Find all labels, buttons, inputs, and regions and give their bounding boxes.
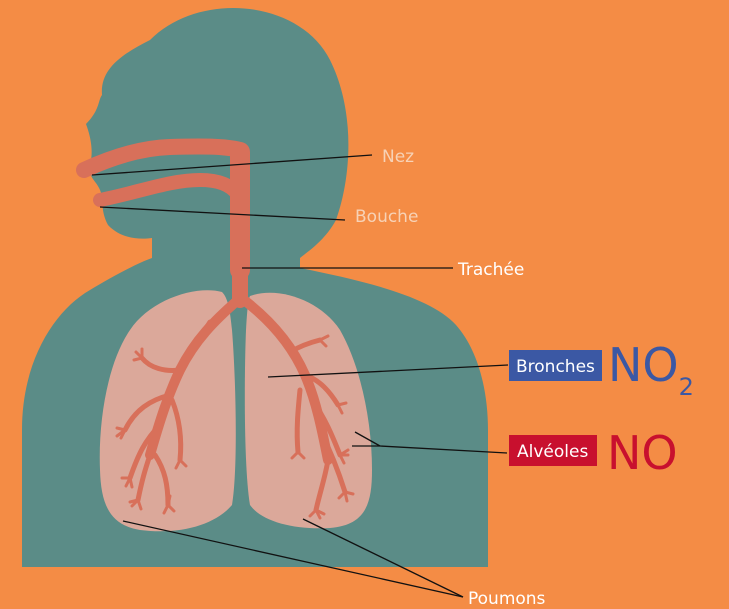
label-trachee: Trachée — [457, 260, 524, 280]
no-label: NO — [607, 426, 678, 480]
no2-main: NO — [608, 338, 679, 392]
label-bouche: Bouche — [355, 207, 418, 227]
label-nez: Nez — [382, 147, 414, 167]
label-bronches: Bronches — [516, 357, 595, 377]
no2-label: NO2 — [608, 338, 694, 401]
label-poumons: Poumons — [468, 589, 546, 609]
no2-subscript: 2 — [679, 373, 694, 401]
alveoles-badge: Alvéoles — [509, 435, 597, 466]
bronches-badge: Bronches — [509, 350, 602, 381]
label-alveoles: Alvéoles — [517, 442, 588, 462]
